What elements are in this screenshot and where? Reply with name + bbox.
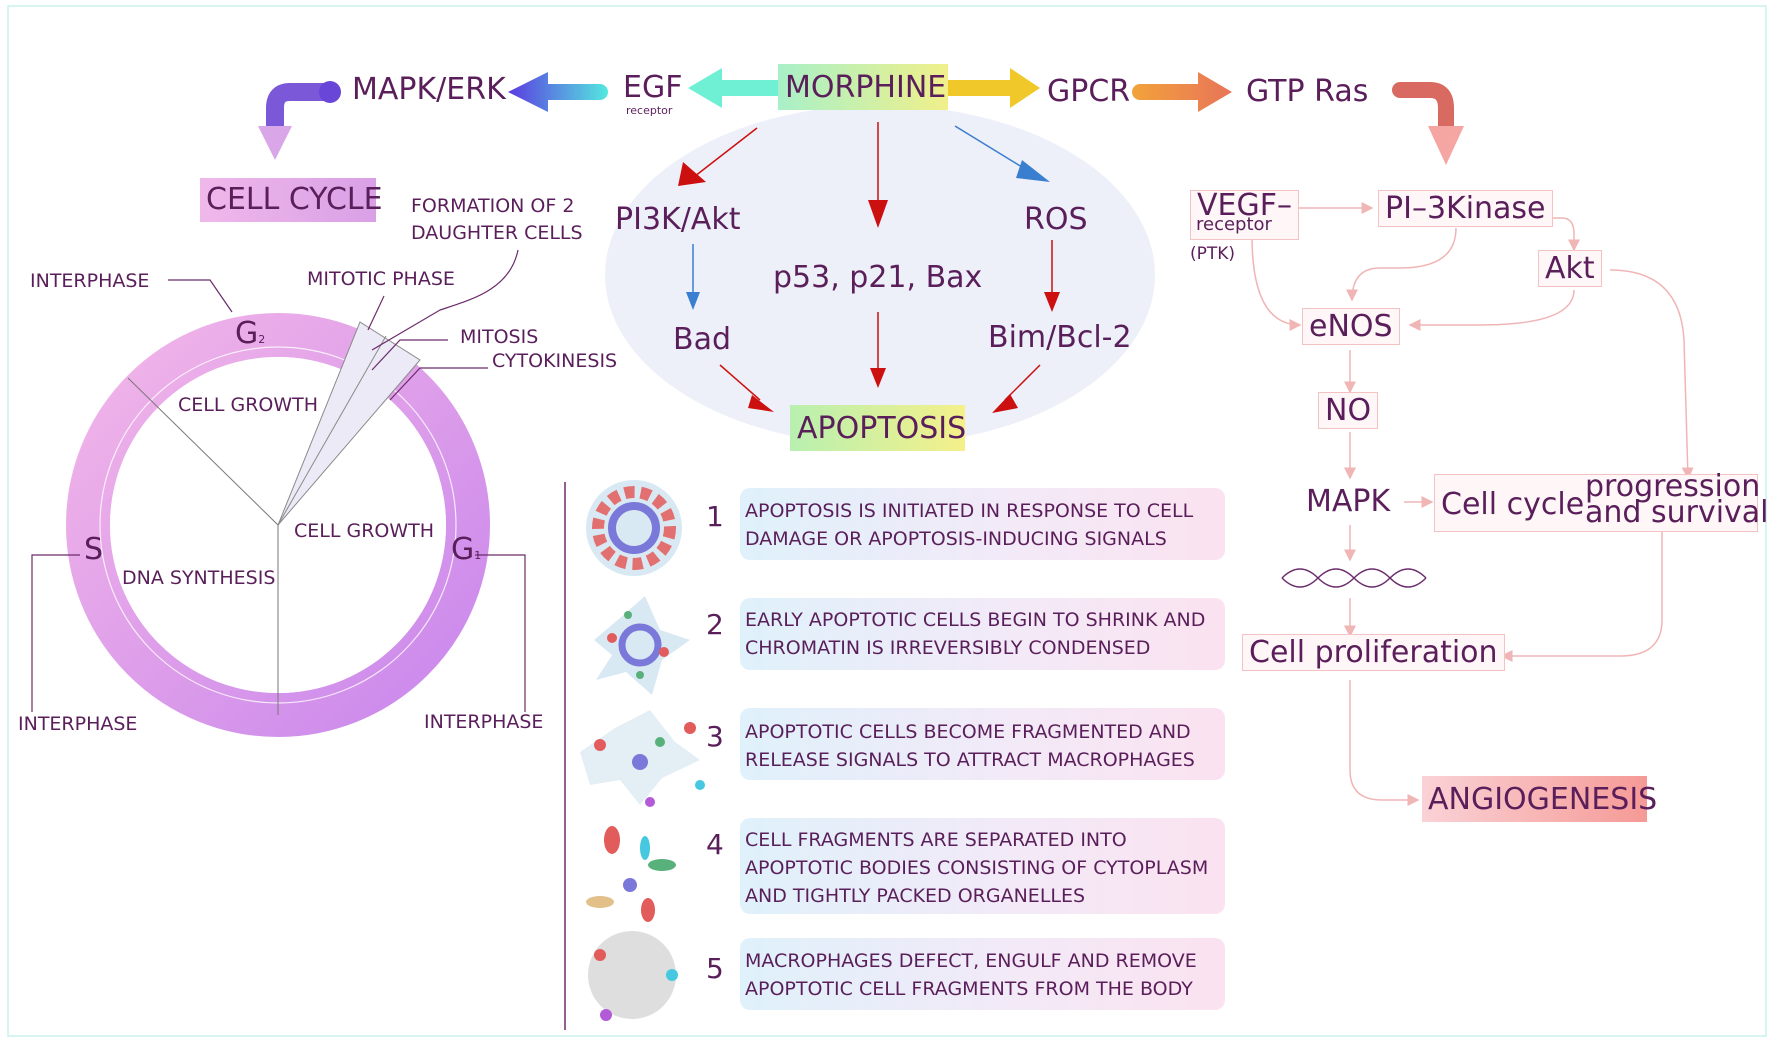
arrow-mapk-cellcycle bbox=[266, 83, 339, 137]
pi3kinase-label: PI–3Kinase bbox=[1378, 190, 1553, 227]
mitosis-label: MITOSIS bbox=[460, 326, 539, 348]
s-label: S bbox=[84, 532, 104, 567]
interphase-top-label: INTERPHASE bbox=[30, 270, 150, 292]
ros-label: ROS bbox=[1024, 202, 1088, 237]
step-box-3 bbox=[740, 708, 1225, 780]
g2-label: G2 bbox=[235, 316, 266, 351]
step-text-5b: APOPTOTIC CELL FRAGMENTS FROM THE BODY bbox=[745, 978, 1193, 1000]
cell-proliferation-label: Cell proliferation bbox=[1242, 634, 1505, 671]
cell-illustration-4 bbox=[586, 826, 676, 922]
step-number-2: 2 bbox=[706, 608, 724, 641]
arrow-morphine-egf bbox=[688, 68, 778, 108]
step-number-3: 3 bbox=[706, 720, 724, 753]
mitotic-wedge bbox=[277, 321, 421, 526]
enos-label: eNOS bbox=[1302, 308, 1400, 345]
pathway-ellipse bbox=[605, 105, 1155, 445]
morphine-label: MORPHINE bbox=[785, 70, 947, 105]
apoptosis-label: APOPTOSIS bbox=[797, 411, 967, 446]
mitotic-phase-label: MITOTIC PHASE bbox=[307, 268, 455, 290]
cell-illustration-2 bbox=[594, 596, 690, 695]
egf-label: EGF bbox=[623, 70, 683, 105]
morphine-box-bg bbox=[778, 64, 948, 110]
step-number-5: 5 bbox=[706, 952, 724, 985]
step-text-3a: APOPTOTIC CELLS BECOME FRAGMENTED AND bbox=[745, 721, 1191, 743]
step-box-4 bbox=[740, 818, 1225, 914]
egf-receptor-label: receptor bbox=[626, 104, 673, 117]
step-text-1b: DAMAGE OR APOPTOSIS-INDUCING SIGNALS bbox=[745, 528, 1167, 550]
cell-illustration-5 bbox=[588, 931, 678, 1021]
cytokinesis-label: CYTOKINESIS bbox=[492, 350, 618, 372]
p53-label: p53, p21, Bax bbox=[773, 260, 983, 295]
step-text-2a: EARLY APOPTOTIC CELLS BEGIN TO SHRINK AN… bbox=[745, 609, 1206, 631]
gpcr-label: GPCR bbox=[1047, 74, 1131, 109]
step-text-5a: MACROPHAGES DEFECT, ENGULF AND REMOVE bbox=[745, 950, 1197, 972]
angiogenesis-label: ANGIOGENESIS bbox=[1428, 782, 1658, 817]
ptk-label: (PTK) bbox=[1190, 244, 1236, 264]
step-box-2 bbox=[740, 598, 1225, 670]
interphase-right-label: INTERPHASE bbox=[424, 711, 544, 733]
frame bbox=[7, 5, 1767, 1037]
angiogenesis-box-bg bbox=[1422, 776, 1647, 822]
step-text-2b: CHROMATIN IS IRREVERSIBLY CONDENSED bbox=[745, 637, 1151, 659]
dna-synthesis-label: DNA SYNTHESIS bbox=[122, 567, 276, 589]
arrow-morphine-gpcr bbox=[948, 68, 1040, 108]
bad-label: Bad bbox=[673, 322, 732, 357]
arrow-morphine-pi3k bbox=[689, 127, 758, 181]
survival-label: and survival bbox=[1585, 495, 1769, 530]
g1-label: G1 bbox=[451, 532, 482, 567]
progression-label: progression bbox=[1585, 469, 1761, 504]
step-box-1 bbox=[740, 488, 1225, 560]
arrow-bim-apoptosis bbox=[1004, 364, 1041, 401]
arrow-egf-mapk bbox=[508, 72, 608, 112]
mapk-label: MAPK bbox=[1306, 484, 1391, 519]
pi3k-akt-label: PI3K/Akt bbox=[615, 202, 741, 237]
cell-cycle-title: CELL CYCLE bbox=[206, 182, 383, 217]
no-label: NO bbox=[1318, 392, 1379, 429]
gtp-ras-label: GTP Ras bbox=[1246, 74, 1369, 109]
vegf-receptor-label: receptor bbox=[1196, 214, 1272, 235]
step-text-1a: APOPTOSIS IS INITIATED IN RESPONSE TO CE… bbox=[745, 500, 1194, 522]
step-box-5 bbox=[740, 938, 1225, 1010]
akt-label: Akt bbox=[1538, 250, 1602, 287]
arrow-morphine-ros bbox=[954, 125, 1031, 173]
step-text-4a: CELL FRAGMENTS ARE SEPARATED INTO bbox=[745, 829, 1127, 851]
cell-illustration-3 bbox=[580, 710, 705, 807]
formation-label-line2: DAUGHTER CELLS bbox=[411, 222, 583, 244]
vegf-box: VEGF– bbox=[1190, 190, 1299, 240]
cell-growth-top-label: CELL GROWTH bbox=[178, 394, 319, 416]
arrow-gpcr-gtpras bbox=[1132, 72, 1232, 112]
cell-growth-right-label: CELL GROWTH bbox=[294, 520, 435, 542]
step-text-4c: AND TIGHTLY PACKED ORGANELLES bbox=[745, 885, 1086, 907]
cell-illustration-1 bbox=[586, 480, 682, 576]
mapk-erk-label: MAPK/ERK bbox=[352, 72, 506, 107]
bim-label: Bim/Bcl-2 bbox=[988, 320, 1132, 355]
formation-label-line1: FORMATION OF 2 bbox=[411, 195, 575, 217]
cell-cycle-label: Cell cycle bbox=[1441, 487, 1585, 522]
step-number-1: 1 bbox=[706, 500, 724, 533]
progression-box: Cell cycle progression and survival bbox=[1434, 469, 1769, 532]
arrow-gtpras-down bbox=[1392, 82, 1454, 136]
interphase-left-label: INTERPHASE bbox=[18, 713, 138, 735]
arrow-bad-apoptosis bbox=[719, 364, 761, 401]
apoptosis-box-bg bbox=[790, 405, 965, 451]
step-text-3b: RELEASE SIGNALS TO ATTRACT MACROPHAGES bbox=[745, 749, 1195, 771]
vegf-label: VEGF– bbox=[1197, 188, 1292, 223]
cell-cycle-box-bg bbox=[200, 178, 376, 222]
step-text-4b: APOPTOTIC BODIES CONSISTING OF CYTOPLASM bbox=[745, 857, 1209, 879]
step-number-4: 4 bbox=[706, 828, 724, 861]
